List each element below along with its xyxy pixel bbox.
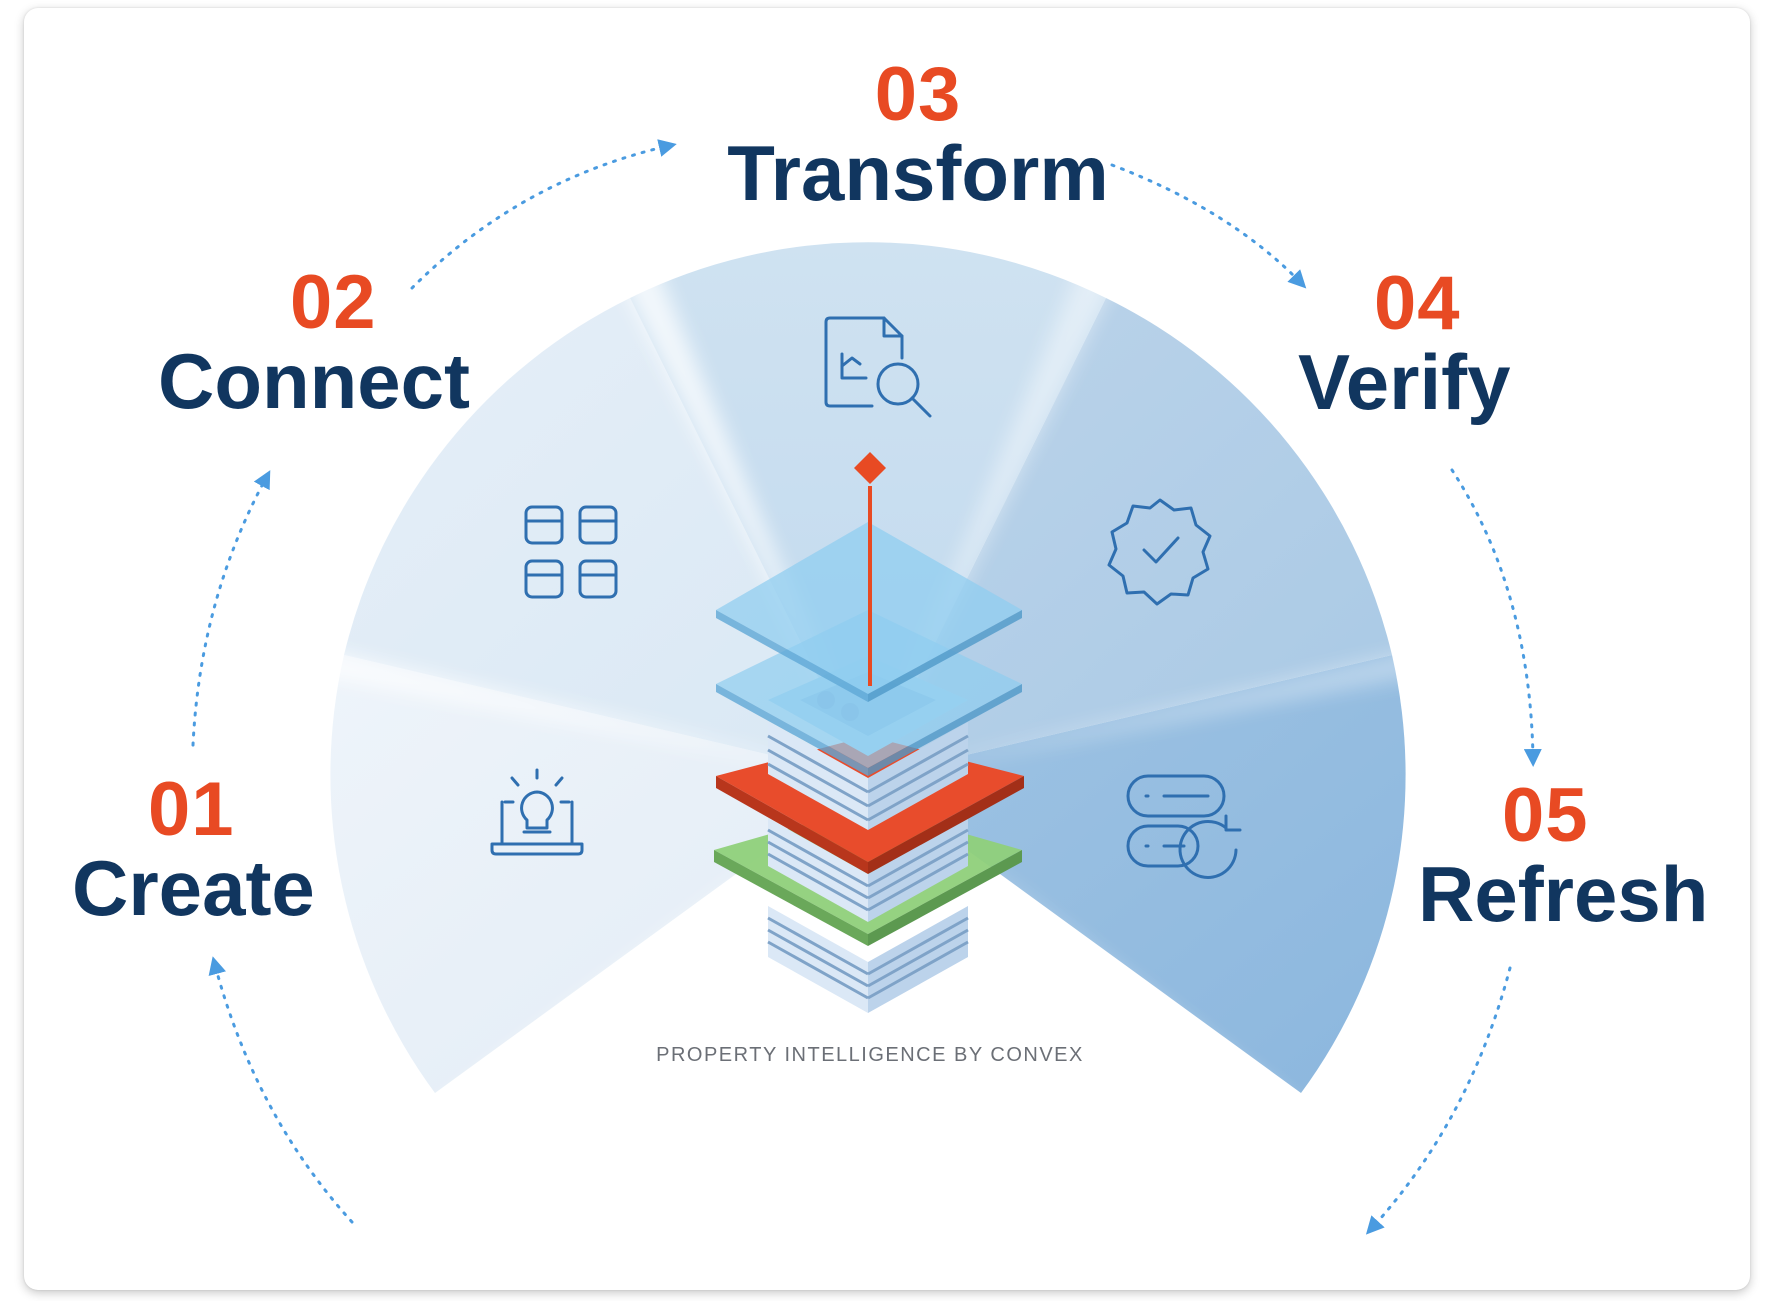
sector-refresh — [868, 655, 1406, 1093]
arrow-connect-transform — [410, 139, 677, 290]
lightbulb-laptop-icon — [490, 768, 584, 856]
grid-icon — [524, 505, 618, 599]
cycle-arrows — [191, 139, 1542, 1235]
arrow-verify-refresh — [1450, 468, 1542, 767]
step-number: 01 — [148, 767, 235, 852]
fan-sectors — [330, 242, 1406, 1093]
step-transform: 03 Transform — [698, 57, 1138, 215]
diagram-caption: PROPERTY INTELLIGENCE BY CONVEX — [656, 1044, 1084, 1066]
sector-connect — [344, 298, 868, 778]
step-number: 02 — [290, 260, 377, 345]
step-label: Connect — [158, 337, 470, 425]
step-number: 03 — [874, 52, 962, 137]
step-number: 04 — [1374, 261, 1461, 346]
step-create: 01 Create — [72, 772, 432, 930]
step-label: Refresh — [1418, 850, 1709, 938]
step-label: Create — [72, 844, 315, 932]
building-stack-illustration — [714, 452, 1024, 1013]
step-label: Transform — [727, 129, 1109, 217]
verified-badge-icon — [1107, 498, 1212, 606]
arrow-create-connect — [191, 470, 271, 747]
document-search-icon — [824, 316, 932, 418]
step-label: Verify — [1298, 338, 1511, 426]
arrow-transform-verify — [1110, 163, 1307, 289]
arrow-refresh-create — [1365, 966, 1512, 1235]
sector-verify — [868, 298, 1392, 778]
step-refresh: 05 Refresh — [1418, 778, 1758, 936]
step-number: 05 — [1502, 773, 1589, 858]
step-verify: 04 Verify — [1298, 266, 1638, 424]
arrow-into-create — [208, 956, 354, 1224]
step-connect: 02 Connect — [158, 265, 538, 423]
database-refresh-icon — [1126, 774, 1242, 879]
sector-create — [330, 655, 869, 1093]
